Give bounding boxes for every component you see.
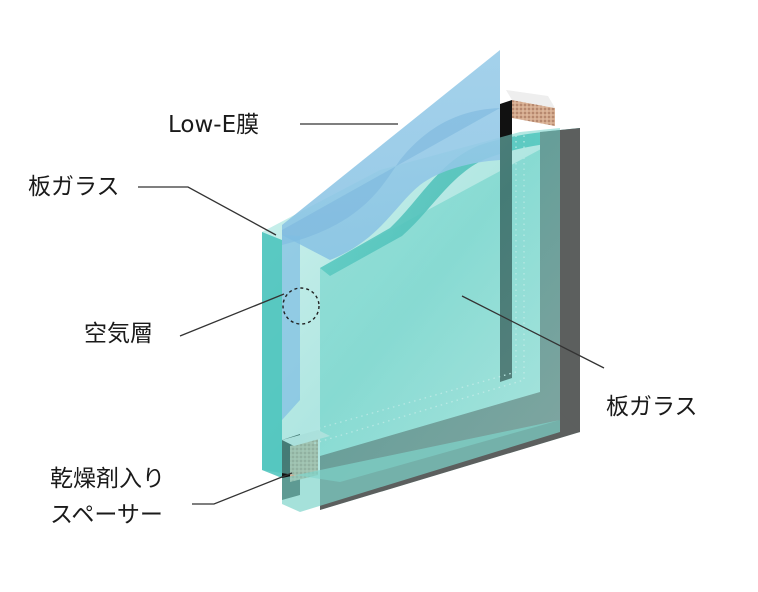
leader-outer-pane xyxy=(138,186,277,236)
label-spacer-line1: 乾燥剤入り xyxy=(50,466,165,492)
spacer-top xyxy=(506,90,555,126)
label-low-e-film: Low-E膜 xyxy=(168,112,260,138)
leader-inner-pane xyxy=(461,295,605,369)
low-e-film xyxy=(282,50,500,420)
label-outer-glass: 板ガラス xyxy=(28,174,120,200)
leader-spacer xyxy=(192,472,293,505)
label-inner-glass: 板ガラス xyxy=(606,394,698,420)
leader-air-layer xyxy=(179,293,285,337)
label-spacer-line2: スペーサー xyxy=(50,502,163,528)
label-air-layer: 空気層 xyxy=(84,321,153,347)
leader-lines xyxy=(138,123,605,505)
air-layer-marker xyxy=(282,287,320,325)
